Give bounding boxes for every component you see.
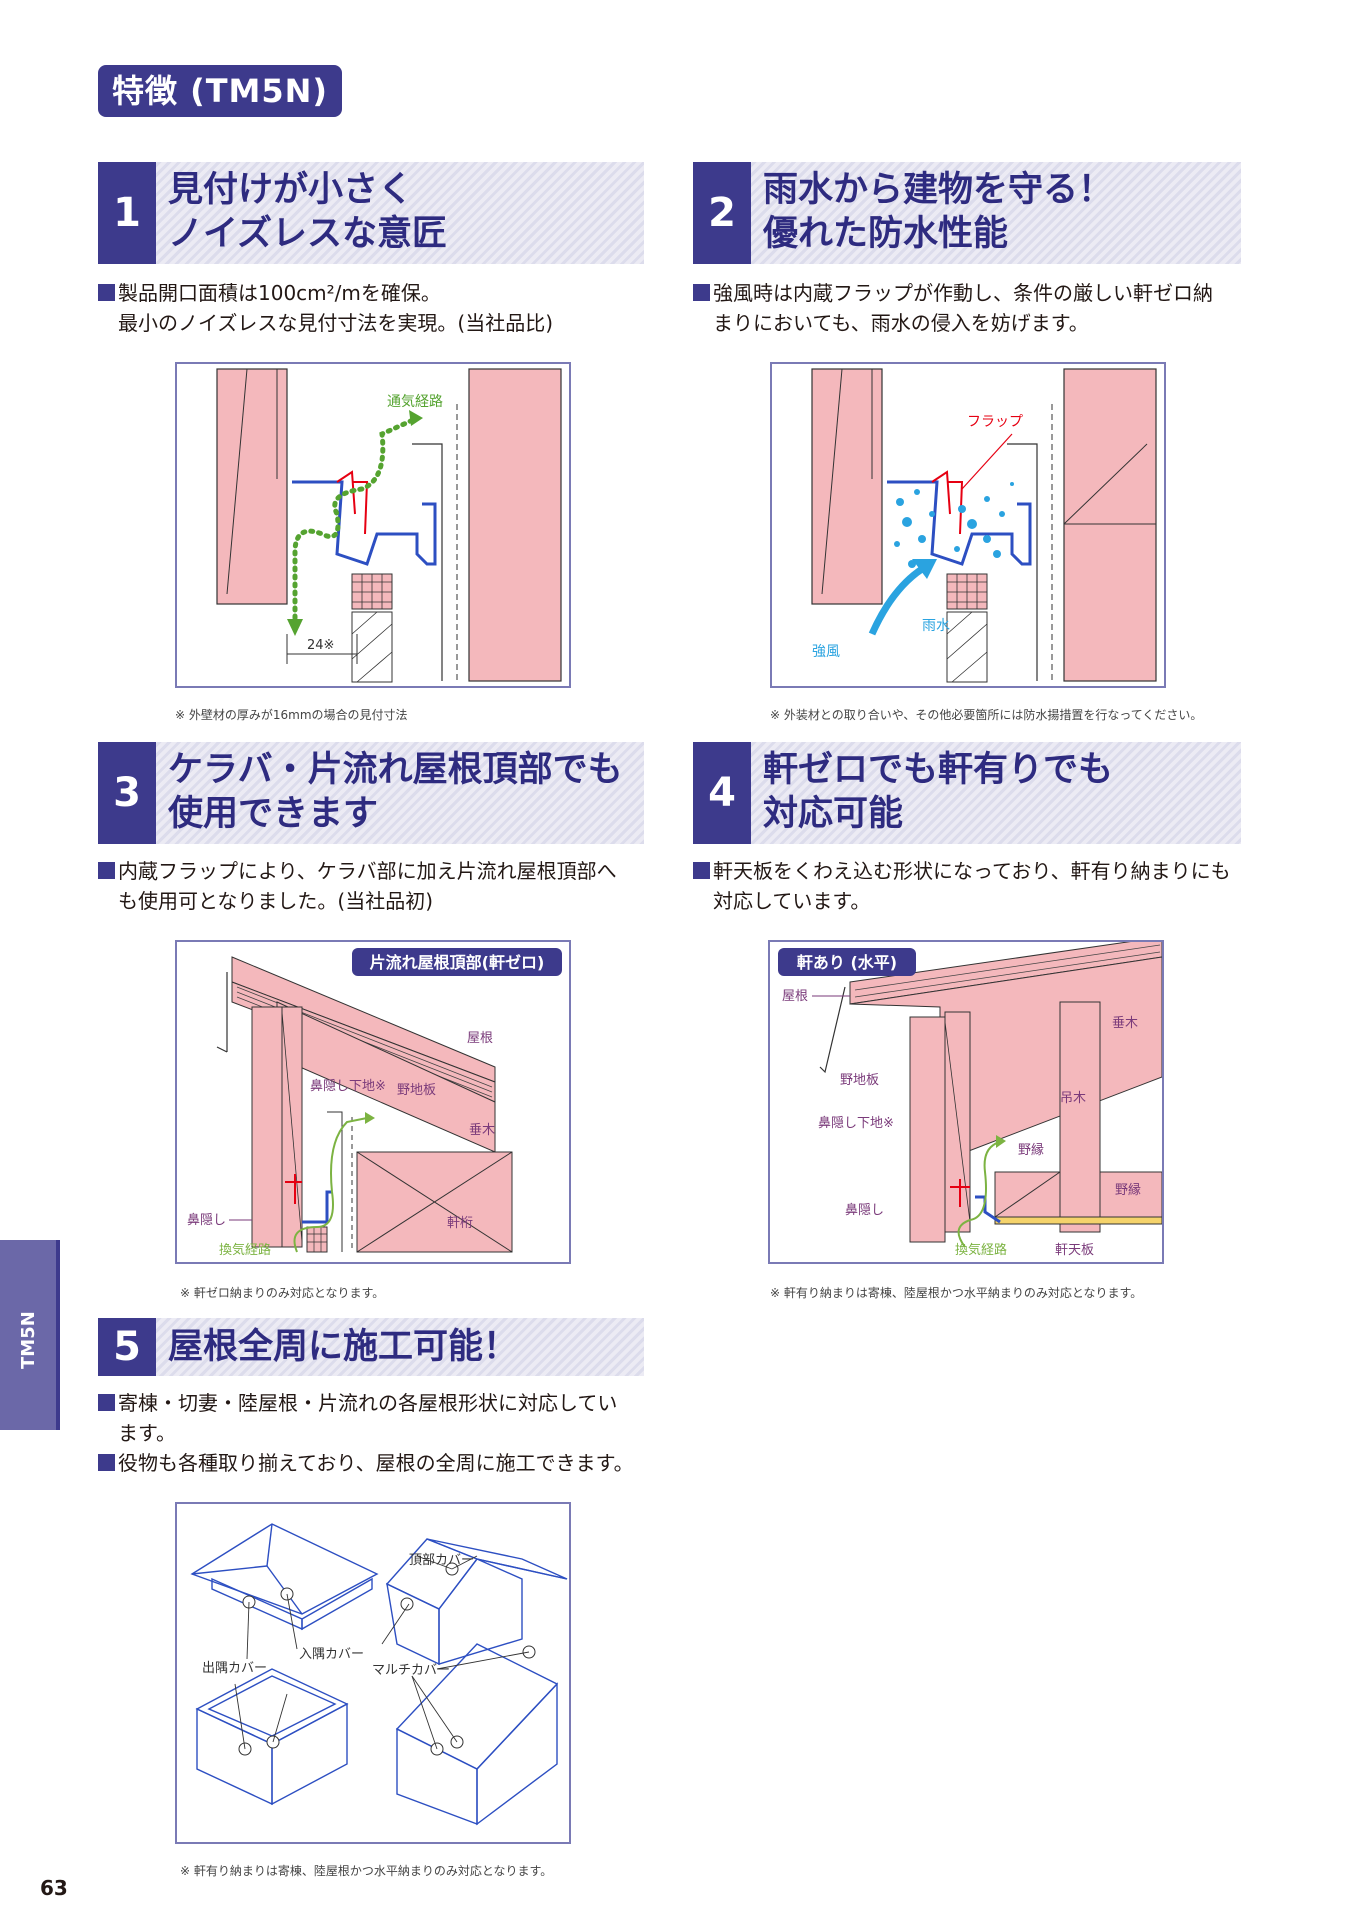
section-2-header: 2 雨水から建物を守る！ 優れた防水性能 [693, 162, 1241, 264]
section-5-note: ※ 軒有り納まりは寄棟、陸屋根かつ水平納まりのみ対応となります。 [180, 1864, 553, 1878]
fig3-sheathing-label: 野地板 [397, 1083, 436, 1098]
bullet-square-icon [98, 862, 115, 879]
fig3-beam-label: 軒桁 [447, 1216, 473, 1231]
section-2-number: 2 [693, 162, 751, 264]
section-1-title: 見付けが小さく ノイズレスな意匠 [168, 170, 447, 254]
fig4-fascia-base-label: 鼻隠し下地※ [818, 1115, 894, 1131]
fig4-airflow-label: 換気経路 [955, 1242, 1007, 1258]
fig3-rafter-label: 垂木 [469, 1123, 495, 1138]
bullet-square-icon [98, 1394, 115, 1411]
section-5-title: 屋根全周に施工可能！ [168, 1327, 519, 1367]
fig3-fascia-label: 鼻隠し [187, 1212, 226, 1228]
section-1-header: 1 見付けが小さく ノイズレスな意匠 [98, 162, 644, 264]
fig4-rafter-label: 垂木 [1112, 1016, 1138, 1031]
fig2-wind-label: 強風 [812, 644, 840, 660]
fig5-top-cover-label: 頂部カバー [409, 1553, 474, 1568]
fig1-dimension-label: 24※ [307, 638, 334, 653]
section-3-note: ※ 軒ゼロ納まりのみ対応となります。 [180, 1286, 385, 1300]
section-4-figure: 軒あり (水平) 屋根 垂木 野地板 吊木 鼻隠し下地※ 野縁 野縁 鼻隠し 換… [768, 940, 1164, 1264]
fig1-airflow-label: 通気経路 [387, 394, 443, 410]
side-tab-label: TM5N [18, 1311, 39, 1369]
section-5-header: 5 屋根全周に施工可能！ [98, 1318, 644, 1376]
page-number: 63 [40, 1876, 68, 1900]
section-1-description: 製品開口面積は100cm²/mを確保。 最小のノイズレスな見付寸法を実現。(当社… [98, 278, 658, 338]
page-title: 特徴 (TM5N) [98, 65, 342, 117]
fig4-fascia-label: 鼻隠し [845, 1202, 884, 1218]
section-1-number: 1 [98, 162, 156, 264]
section-2-description: 強風時は内蔵フラップが作動し、条件の厳しい軒ゼロ納 まりにおいても、雨水の侵入を… [693, 278, 1253, 338]
section-2-title: 雨水から建物を守る！ 優れた防水性能 [763, 170, 1114, 254]
fig4-nobuchi-upper-label: 野縁 [1018, 1142, 1044, 1158]
section-3-figure: 片流れ屋根頂部(軒ゼロ) 屋根 鼻隠し下地※ 野地板 垂木 鼻隠し 換気経路 軒… [175, 940, 571, 1264]
section-4-title: 軒ゼロでも軒有りでも 対応可能 [763, 750, 1114, 834]
fig3-fascia-base-label: 鼻隠し下地※ [310, 1078, 386, 1094]
fig2-rain-label: 雨水 [922, 618, 950, 634]
fig3-airflow-label: 換気経路 [219, 1242, 271, 1258]
section-4-description: 軒天板をくわえ込む形状になっており、軒有り納まりにも 対応しています。 [693, 856, 1253, 916]
bullet-square-icon [98, 284, 115, 301]
fig2-flap-label: フラップ [967, 414, 1023, 430]
section-4-number: 4 [693, 742, 751, 844]
section-3-header: 3 ケラバ・片流れ屋根頂部でも 使用できます [98, 742, 644, 844]
fig4-hanger-label: 吊木 [1060, 1091, 1086, 1106]
fig4-roof-label: 屋根 [782, 989, 808, 1004]
section-2-note: ※ 外装材との取り合いや、その他必要箇所には防水揚措置を行なってください。 [770, 708, 1203, 722]
section-4-note: ※ 軒有り納まりは寄棟、陸屋根かつ水平納まりのみ対応となります。 [770, 1286, 1143, 1300]
section-2-figure: フラップ 雨水 強風 [770, 362, 1166, 688]
fig3-roof-label: 屋根 [467, 1031, 493, 1046]
section-3-title: ケラバ・片流れ屋根頂部でも 使用できます [168, 750, 623, 834]
section-3-number: 3 [98, 742, 156, 844]
section-4-header: 4 軒ゼロでも軒有りでも 対応可能 [693, 742, 1241, 844]
bullet-square-icon [693, 284, 710, 301]
fig4-soffit-label: 軒天板 [1055, 1243, 1094, 1258]
fig4-sheathing-label: 野地板 [840, 1073, 879, 1088]
fig4-nobuchi-right-label: 野縁 [1115, 1182, 1141, 1198]
section-5-number: 5 [98, 1318, 156, 1376]
bullet-square-icon [98, 1454, 115, 1471]
fig5-outer-corner-label: 出隅カバー [202, 1661, 267, 1676]
bullet-square-icon [693, 862, 710, 879]
section-5-figure: 頂部カバー 入隅カバー 出隅カバー マルチカバー [175, 1502, 571, 1844]
fig4-badge: 軒あり (水平) [797, 953, 897, 972]
section-3-description: 内蔵フラップにより、ケラバ部に加え片流れ屋根頂部へ も使用可となりました。(当社… [98, 856, 658, 916]
section-1-note: ※ 外壁材の厚みが16mmの場合の見付寸法 [175, 708, 408, 722]
side-tab: TM5N [0, 1240, 60, 1430]
section-5-description: 寄棟・切妻・陸屋根・片流れの各屋根形状に対応してい ます。 役物も各種取り揃えて… [98, 1388, 658, 1478]
fig5-multi-cover-label: マルチカバー [372, 1663, 450, 1678]
section-1-figure: 通気経路 24※ [175, 362, 571, 688]
fig3-badge: 片流れ屋根頂部(軒ゼロ) [370, 953, 545, 972]
fig5-inner-corner-label: 入隅カバー [299, 1647, 364, 1662]
